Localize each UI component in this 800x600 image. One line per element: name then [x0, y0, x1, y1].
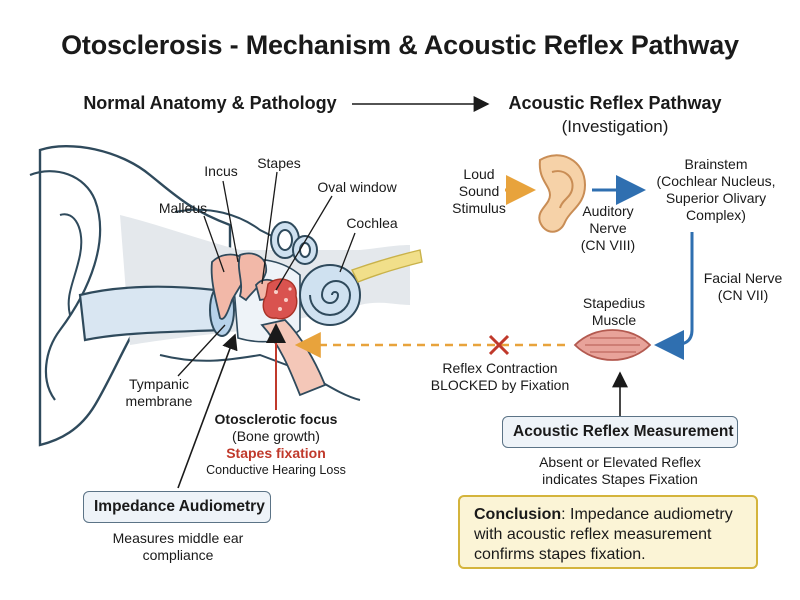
page-title: Otosclerosis - Mechanism & Acoustic Refl… [61, 30, 739, 60]
ear-icon [538, 154, 587, 233]
facial-nerve-arrow [654, 232, 694, 360]
incus-label: Incus [204, 163, 238, 179]
block-x-icon [488, 334, 510, 356]
brainstem-label-4: Complex) [686, 207, 746, 223]
conclusion-box: Conclusion: Impedance audiometry with ac… [458, 495, 758, 569]
auditory-nerve-shape [351, 249, 423, 283]
acoustic-reflex-measurement-box: Acoustic Reflex Measurement [502, 416, 738, 448]
impedance-desc-2: compliance [142, 547, 214, 563]
incus-bone [237, 252, 267, 302]
brainstem-label-3: Superior Olivary [665, 190, 767, 206]
stimulus-label-3: Stimulus [452, 200, 506, 216]
stimulus-label-1: Loud [463, 166, 495, 182]
focus-label-title: Otosclerotic focus [214, 411, 338, 427]
conclusion-text-1: : Impedance audiometry [561, 506, 733, 523]
ear-anatomy-illustration [29, 144, 423, 447]
helix-fold [29, 170, 102, 401]
tympanic-membrane-label-2: membrane [125, 393, 193, 409]
impedance-desc-1: Measures middle ear [112, 530, 244, 546]
cochlea-label: Cochlea [346, 215, 398, 231]
bone-upper-contour [174, 208, 301, 251]
conclusion-label: Conclusion [474, 506, 562, 523]
conclusion-line-1: Conclusion: Impedance audiometry [474, 505, 742, 525]
conclusion-line-2: with acoustic reflex measurement [474, 526, 712, 543]
facial-nerve-label-1: Facial Nerve [703, 270, 783, 286]
malleus-bone [210, 253, 248, 320]
facial-nerve-label-2: (CN VII) [717, 287, 769, 303]
tympanic-membrane-label-1: Tympanic [129, 376, 189, 392]
malleus-label: Malleus [158, 200, 208, 216]
impedance-audiometry-box: Impedance Audiometry [83, 491, 271, 523]
stimulus-label-2: Sound [458, 183, 500, 199]
right-section-subheading: (Investigation) [561, 117, 669, 136]
blocked-label-1: Reflex Contraction [442, 360, 558, 376]
focus-label-hearing-loss: Conductive Hearing Loss [206, 463, 346, 477]
auditory-nerve-label-2: Nerve [589, 220, 627, 236]
auditory-nerve-label-3: (CN VIII) [580, 237, 636, 253]
stapedius-label-1: Stapedius [582, 295, 646, 311]
reflex-desc-1: Absent or Elevated Reflex [539, 454, 701, 470]
stapes-label: Stapes [257, 155, 301, 171]
impedance-pointer-arrow [177, 333, 238, 489]
blocked-label-2: BLOCKED by Fixation [430, 377, 570, 393]
left-section-heading: Normal Anatomy & Pathology [83, 93, 337, 113]
conclusion-line-3: confirms stapes fixation. [474, 546, 646, 563]
right-section-heading: Acoustic Reflex Pathway [508, 93, 722, 113]
focus-label-desc: (Bone growth) [232, 428, 320, 444]
cochlea-shape [299, 264, 361, 326]
brainstem-label-1: Brainstem [684, 156, 748, 172]
anatomy-leader-lines [177, 171, 356, 377]
stapedius-muscle-shape [573, 329, 652, 361]
auditory-nerve-label-1: Auditory [582, 203, 634, 219]
focus-label-fixation: Stapes fixation [226, 445, 326, 461]
reflex-desc-2: indicates Stapes Fixation [542, 471, 698, 487]
brainstem-label-2: (Cochlear Nucleus, [656, 173, 776, 189]
antihelix-fold [59, 213, 83, 316]
eustachian-tube [260, 319, 327, 397]
otosclerotic-focus-shape [262, 278, 298, 320]
stapedius-label-2: Muscle [591, 312, 637, 328]
oval-window-label: Oval window [317, 179, 397, 195]
